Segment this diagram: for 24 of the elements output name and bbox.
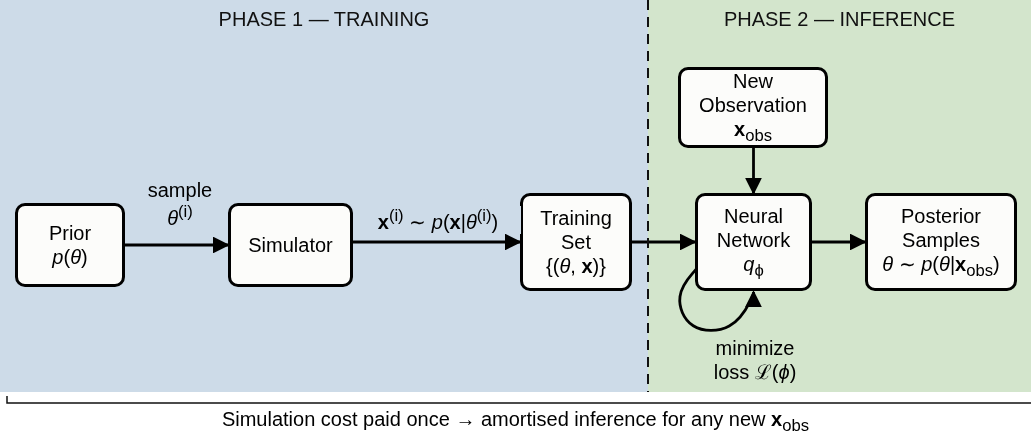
formula-text: {(θ, x)} (546, 254, 606, 278)
phase-heading: PHASE 1 — TRAINING (217, 8, 431, 31)
arrow (353, 233, 522, 251)
caption: Simulation cost paid once → amortised inference for any new x$_{obs}$ (220, 408, 811, 436)
arrow (632, 233, 697, 251)
formula-text: θ ∼ p(θ|x$_{obs}$) (882, 251, 1000, 281)
phase-heading: PHASE 2 — INFERENCE (722, 8, 957, 31)
process-box (15, 203, 125, 287)
phase-panel (0, 0, 648, 392)
arrow (812, 233, 867, 251)
formula-text: q$_{ϕ}$ (743, 251, 764, 281)
process-box (520, 193, 632, 291)
node-title: Simulator (248, 233, 333, 257)
formula-text: x$_{obs}$ (734, 117, 772, 146)
process-box (228, 203, 353, 287)
process-box (865, 193, 1017, 291)
arrow (125, 236, 230, 254)
node-title: Prior (48, 221, 92, 245)
process-box (678, 67, 828, 148)
formula-text: p(θ) (52, 245, 88, 269)
arrow (678, 268, 762, 332)
phase-panel (648, 0, 1031, 392)
arrow (745, 148, 762, 195)
process-box (695, 193, 812, 291)
